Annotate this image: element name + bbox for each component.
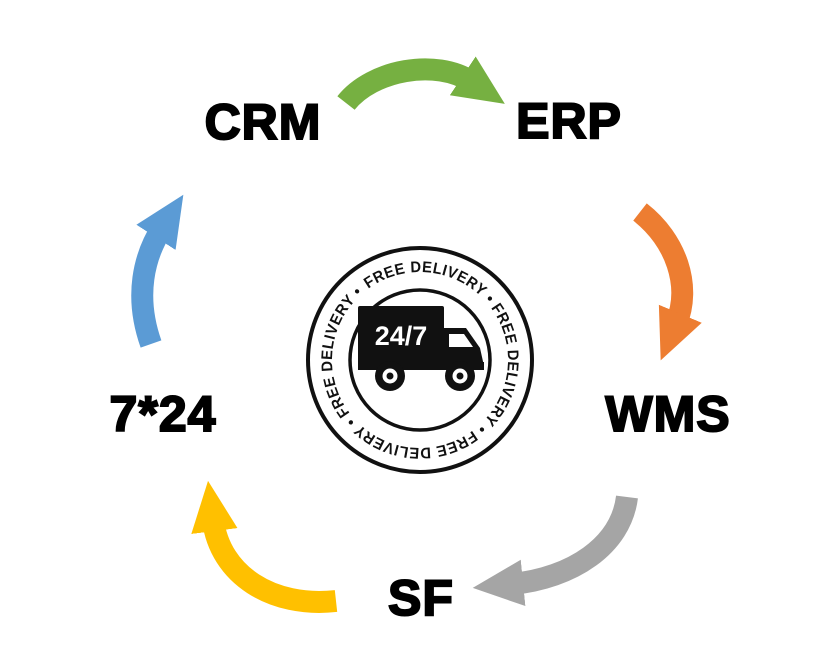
truck-window <box>449 334 473 347</box>
node-label-wms: WMS <box>604 385 731 443</box>
arrow-sf-to-724 <box>191 480 338 613</box>
arrow-wms-to-sf <box>472 495 638 607</box>
node-label-crm: CRM <box>204 93 322 151</box>
truck-24-7-label: 24/7 <box>375 321 428 351</box>
arrow-crm-to-erp <box>337 56 505 111</box>
node-label-7-24: 7*24 <box>109 385 217 443</box>
truck-chassis <box>358 362 484 370</box>
truck-wheel-front <box>445 361 475 391</box>
arrow-724-to-crm <box>131 194 184 348</box>
node-label-sf: SF <box>387 569 454 627</box>
truck-cargo-box <box>358 306 444 366</box>
arrow-erp-to-wms <box>632 203 702 361</box>
free-delivery-badge: FREE DELIVERY • FREE DELIVERY • FREE DEL… <box>279 219 561 501</box>
node-label-erp: ERP <box>515 92 622 150</box>
truck-icon: 24/7 <box>358 306 484 391</box>
truck-wheel-rear <box>375 361 405 391</box>
